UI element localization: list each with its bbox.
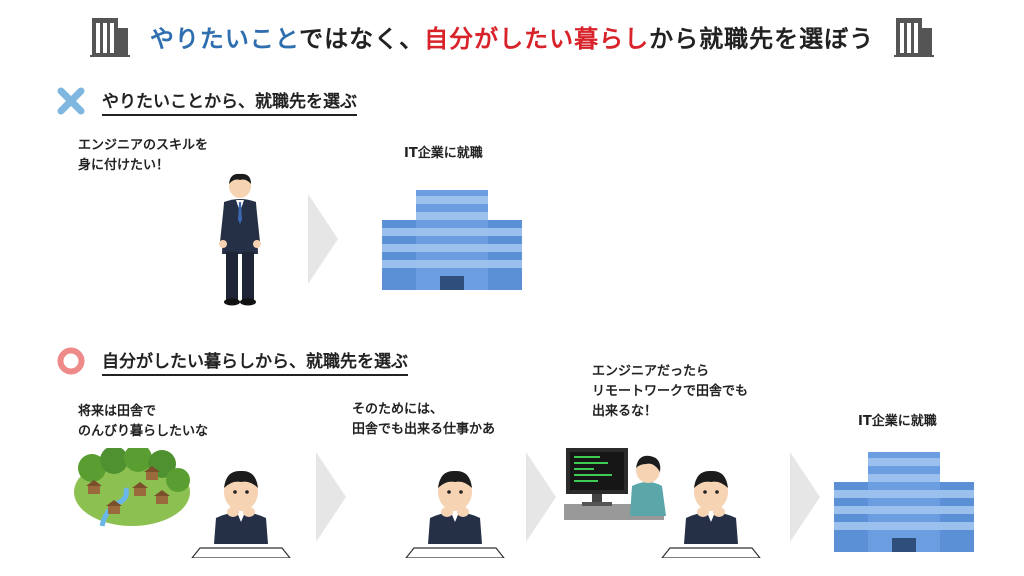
step2-line2: 田舎でも出来る仕事かあ bbox=[352, 422, 496, 437]
title-part-end: から就職先を選ぼう bbox=[649, 24, 875, 53]
arrow-right-icon bbox=[526, 452, 556, 542]
arrow-right-icon bbox=[308, 194, 338, 284]
step3-line1: エンジニアだったら bbox=[592, 364, 710, 379]
section-bad-header: やりたいことから、就職先を選ぶ bbox=[56, 86, 357, 116]
section-bad-label: やりたいことから、就職先を選ぶ bbox=[102, 87, 357, 116]
section-good-header: 自分がしたい暮らしから、就職先を選ぶ bbox=[56, 346, 408, 376]
bad-speech-line1: エンジニアのスキルを bbox=[78, 138, 209, 153]
bad-result-label: IT企業に就職 bbox=[404, 146, 483, 161]
countryside-village-illustration bbox=[74, 448, 190, 527]
section-good-label: 自分がしたい暮らしから、就職先を選ぶ bbox=[102, 347, 408, 376]
bad-speech: エンジニアのスキルを 身に付けたい！ bbox=[78, 136, 208, 176]
page-title: やりたいことではなく、自分がしたい暮らしから就職先を選ぼう bbox=[0, 8, 1024, 64]
office-building-illustration bbox=[834, 452, 974, 552]
arrow-right-icon bbox=[790, 452, 820, 542]
step2-caption: そのためには、 田舎でも出来る仕事かあ bbox=[352, 400, 495, 440]
step3-caption: エンジニアだったら リモートワークで田舎でも 出来るな！ bbox=[592, 362, 748, 422]
thinking-man-illustration bbox=[661, 470, 761, 558]
businessman-standing-illustration bbox=[219, 173, 261, 306]
step2-line1: そのためには、 bbox=[352, 402, 444, 417]
circle-icon bbox=[57, 347, 85, 375]
step1-line1: 将来は田舎で bbox=[78, 404, 157, 419]
building-icon bbox=[894, 18, 935, 57]
step1-line2: のんびり暮らしたいな bbox=[78, 424, 209, 439]
title-part-red: 自分がしたい暮らし bbox=[424, 24, 650, 53]
bad-speech-line2: 身に付けたい！ bbox=[78, 158, 170, 173]
title-part-blue: やりたいこと bbox=[149, 24, 300, 53]
programmer-at-computer-illustration bbox=[564, 448, 666, 520]
thinking-man-illustration bbox=[405, 470, 505, 558]
building-icon bbox=[89, 18, 130, 57]
arrow-right-icon bbox=[316, 452, 346, 542]
step3-line2: リモートワークで田舎でも bbox=[592, 384, 749, 399]
cross-icon bbox=[57, 87, 85, 115]
office-building-illustration bbox=[382, 190, 522, 290]
step3-line3: 出来るな！ bbox=[592, 404, 658, 419]
thinking-man-illustration bbox=[191, 470, 291, 558]
step1-caption: 将来は田舎で のんびり暮らしたいな bbox=[78, 402, 208, 442]
title-part-mid: ではなく、 bbox=[299, 24, 425, 53]
good-result-label: IT企業に就職 bbox=[858, 414, 937, 429]
